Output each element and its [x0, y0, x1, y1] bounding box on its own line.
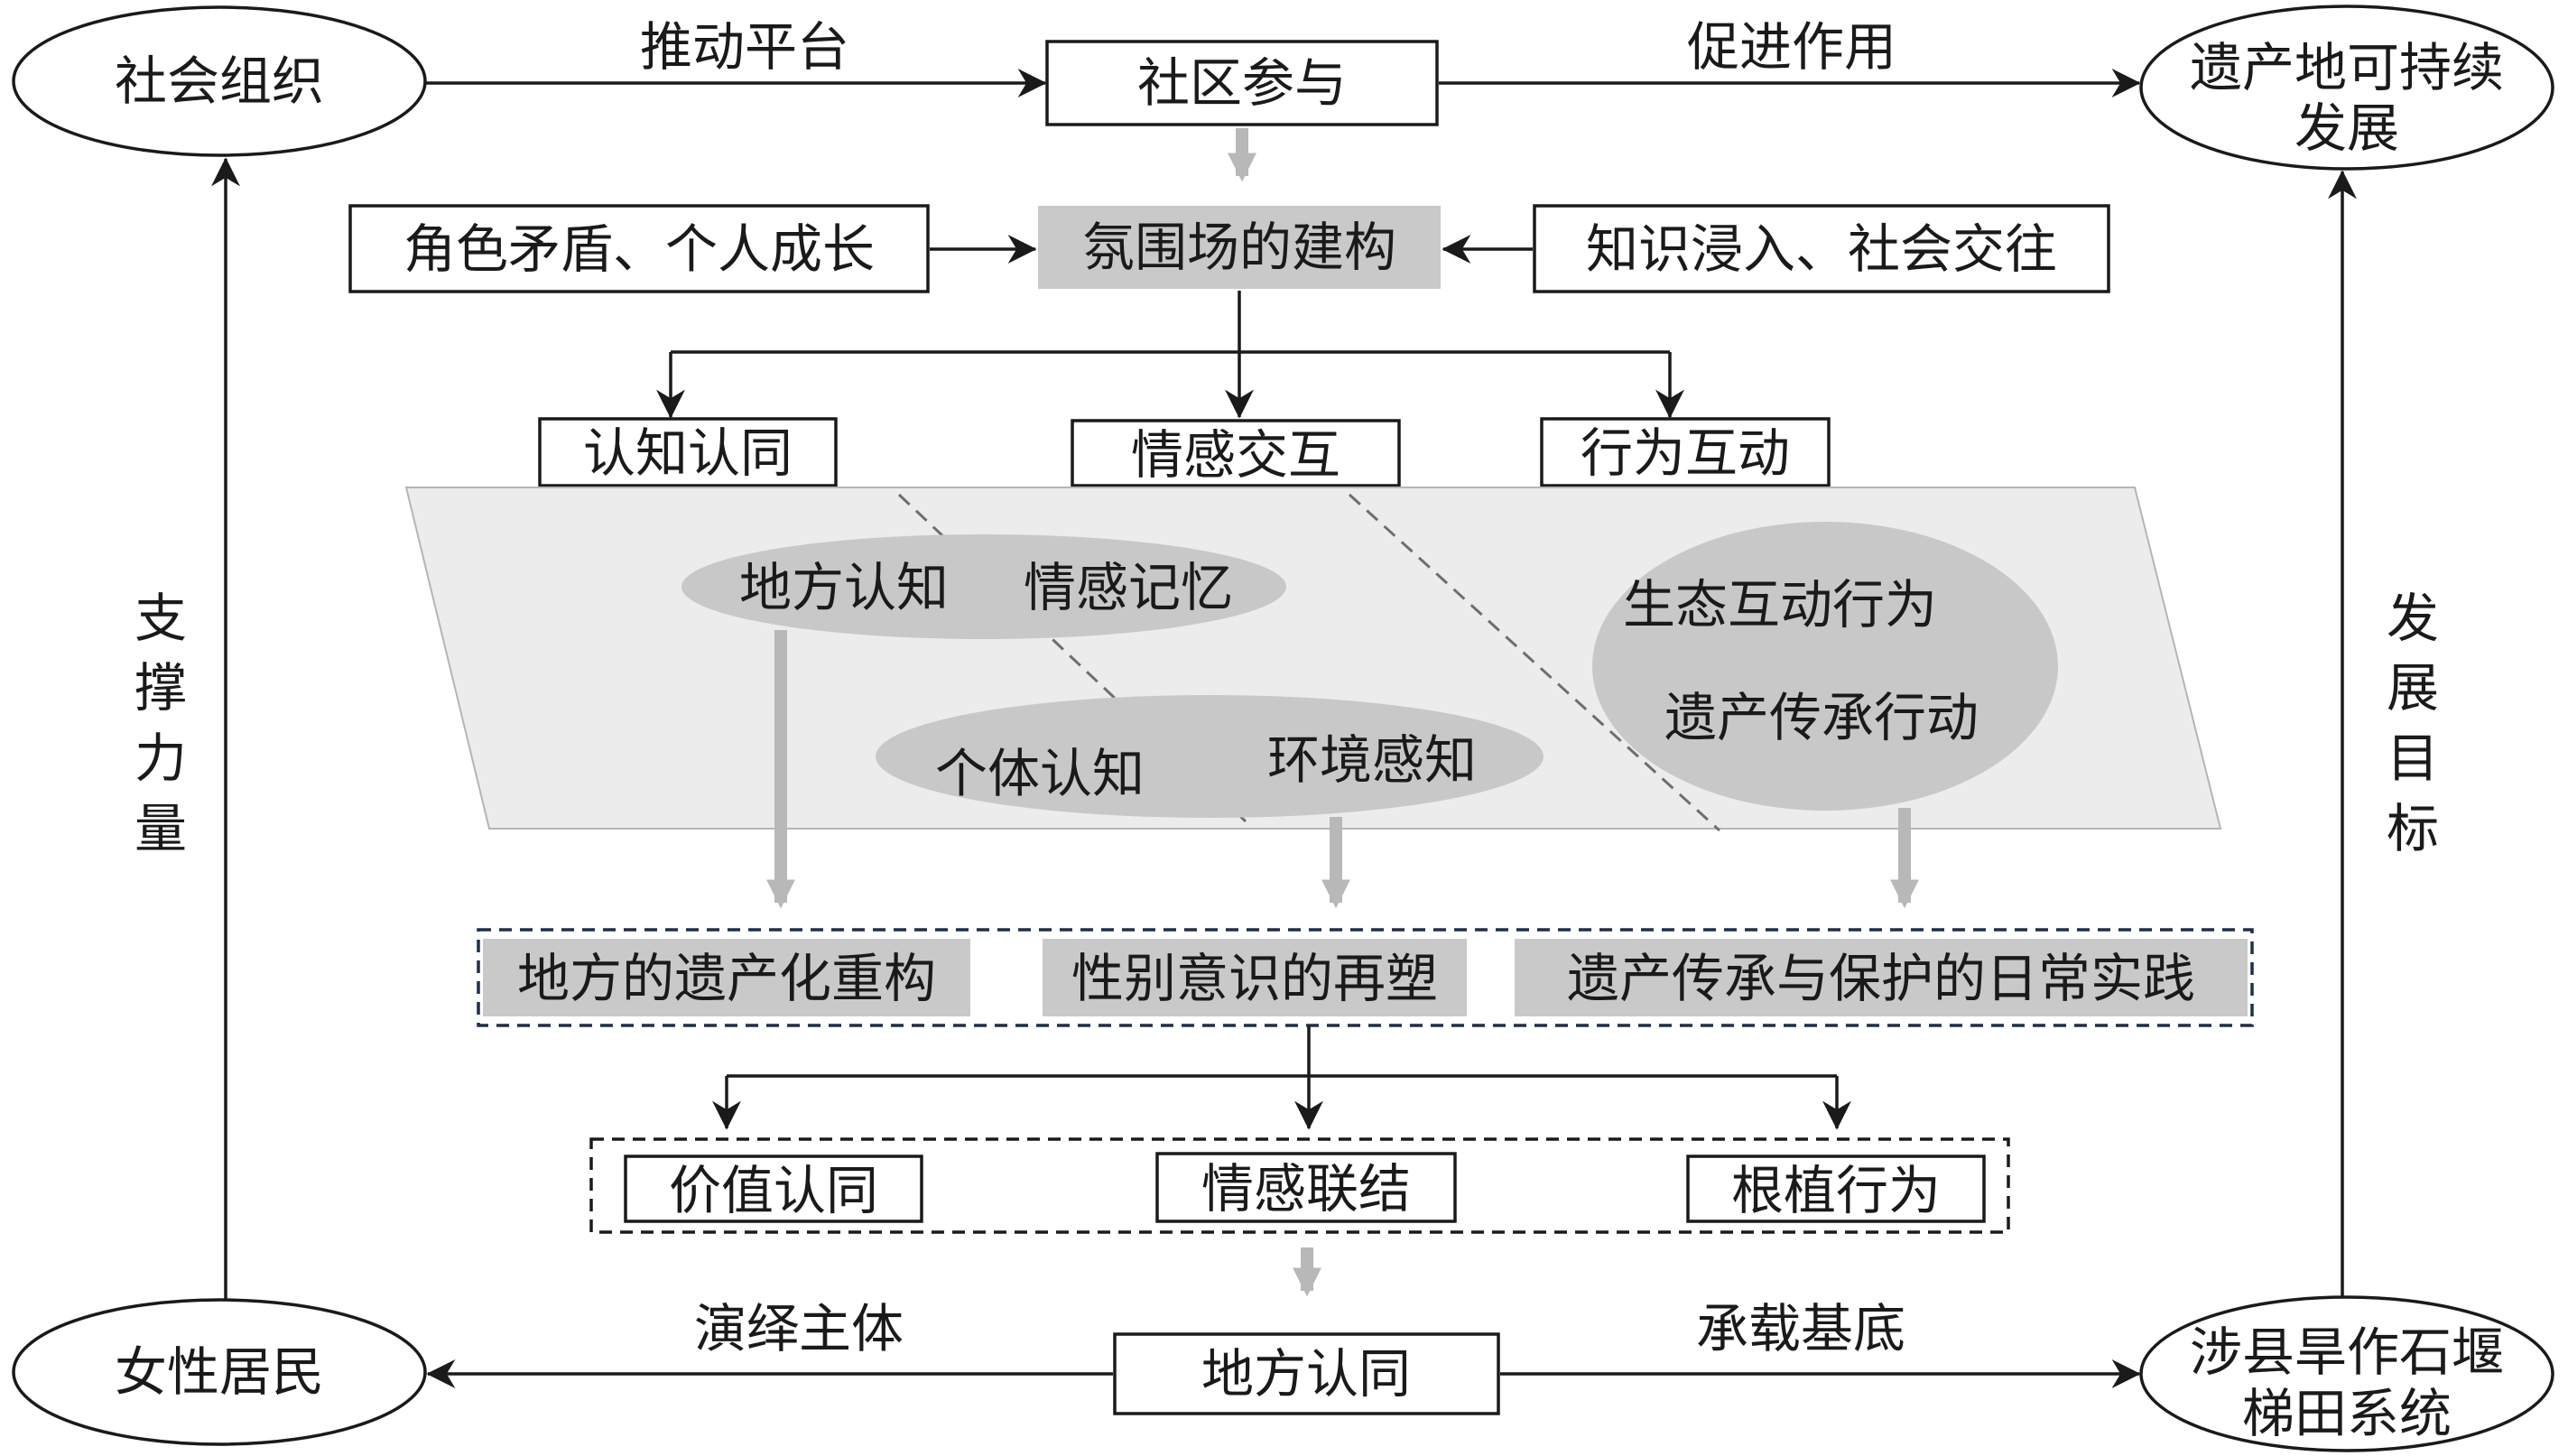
heritage-action-label: 遗产传承行动 — [1664, 687, 1979, 748]
cognitive-label: 认知认同 — [583, 422, 793, 484]
rooted-behavior-label: 根植行为 — [1731, 1160, 1941, 1221]
place-identity-label: 地方认同 — [1201, 1343, 1411, 1405]
node-community-participation: 社区参与 — [1045, 40, 1439, 126]
social-organization-label: 社会组织 — [115, 51, 324, 112]
node-emotional-interaction: 情感交互 — [1071, 419, 1401, 487]
node-emotion-link: 情感联结 — [1155, 1152, 1457, 1223]
daily-practice-label: 遗产传承与保护的日常实践 — [1567, 948, 2195, 1009]
eco-behavior-label: 生态互动行为 — [1623, 574, 1937, 635]
knowledge-social-label: 知识浸入、社会交往 — [1586, 218, 2057, 280]
support-force-label: 支 撑 力 量 — [134, 588, 187, 859]
push-platform-label: 推动平台 — [640, 16, 849, 78]
node-cognitive-identity: 认知认同 — [538, 417, 838, 487]
support-char-3: 力 — [134, 728, 187, 789]
individual-cognition-label: 个体认知 — [935, 743, 1145, 804]
heritage-sustainable-line1: 遗产地可持续 — [2190, 37, 2504, 98]
behavioral-label: 行为互动 — [1581, 422, 1790, 484]
node-place-identity: 地方认同 — [1113, 1332, 1500, 1415]
goal-char-4: 标 — [2387, 798, 2439, 859]
terrace-system-line2: 梯田系统 — [2242, 1383, 2452, 1444]
node-behavioral-interaction: 行为互动 — [1540, 417, 1831, 487]
support-char-2: 撑 — [134, 657, 187, 719]
node-rooted-behavior: 根植行为 — [1686, 1155, 1986, 1223]
community-participation-label: 社区参与 — [1137, 52, 1347, 114]
plane-divider-right — [1348, 493, 1721, 832]
women-residents-label: 女性居民 — [115, 1341, 324, 1403]
place-cognition-label: 地方认知 — [739, 557, 949, 618]
carry-base-label: 承载基底 — [1696, 1298, 1905, 1359]
oval-place-emotion: 地方认知 情感记忆 — [681, 534, 1286, 639]
oval-eco-heritage: 生态互动行为 遗产传承行动 — [1592, 522, 2058, 811]
atmosphere-label: 氛围场的建构 — [1082, 217, 1396, 278]
oval-individual-environment: 个体认知 环境感知 — [876, 695, 1544, 818]
development-goal-label: 发 展 目 标 — [2387, 588, 2439, 859]
node-atmosphere-construction: 氛围场的建构 — [1038, 206, 1441, 289]
node-social-organization: 社会组织 — [12, 5, 427, 157]
goal-char-3: 目 — [2387, 728, 2439, 789]
heritage-sustainable-line2: 发展 — [2295, 97, 2399, 159]
node-daily-practice: 遗产传承与保护的日常实践 — [1515, 939, 2248, 1016]
emotional-label: 情感交互 — [1131, 424, 1340, 486]
node-heritage-sustainable-development: 遗产地可持续 发展 — [2139, 5, 2554, 171]
node-terrace-system: 涉县旱作石堰 梯田系统 — [2139, 1295, 2554, 1452]
node-gender-reshaping: 性别意识的再塑 — [1043, 939, 1467, 1016]
identities-dashed-box — [589, 1137, 2010, 1234]
node-heritage-reconstruction: 地方的遗产化重构 — [483, 939, 970, 1016]
emotion-link-label: 情感联结 — [1201, 1158, 1411, 1220]
promote-effect-label: 促进作用 — [1687, 16, 1896, 78]
support-char-4: 量 — [134, 798, 187, 859]
value-identity-label: 价值认同 — [669, 1160, 878, 1221]
support-char-1: 支 — [134, 588, 187, 649]
node-knowledge-social: 知识浸入、社会交往 — [1533, 204, 2110, 293]
gender-reshaping-label: 性别意识的再塑 — [1071, 948, 1438, 1009]
terrace-system-line1: 涉县旱作石堰 — [2190, 1322, 2504, 1383]
environment-perception-label: 环境感知 — [1267, 729, 1477, 791]
node-women-residents: 女性居民 — [12, 1298, 427, 1446]
node-role-conflict-growth: 角色矛盾、个人成长 — [348, 204, 930, 293]
goal-char-1: 发 — [2387, 588, 2439, 649]
emotional-memory-label: 情感记忆 — [1024, 557, 1233, 618]
node-value-identity: 价值认同 — [624, 1155, 923, 1223]
role-conflict-label: 角色矛盾、个人成长 — [403, 218, 875, 280]
goal-char-2: 展 — [2387, 657, 2439, 719]
interpret-subject-label: 演绎主体 — [694, 1298, 904, 1359]
heritage-reconstruction-label: 地方的遗产化重构 — [517, 948, 936, 1009]
